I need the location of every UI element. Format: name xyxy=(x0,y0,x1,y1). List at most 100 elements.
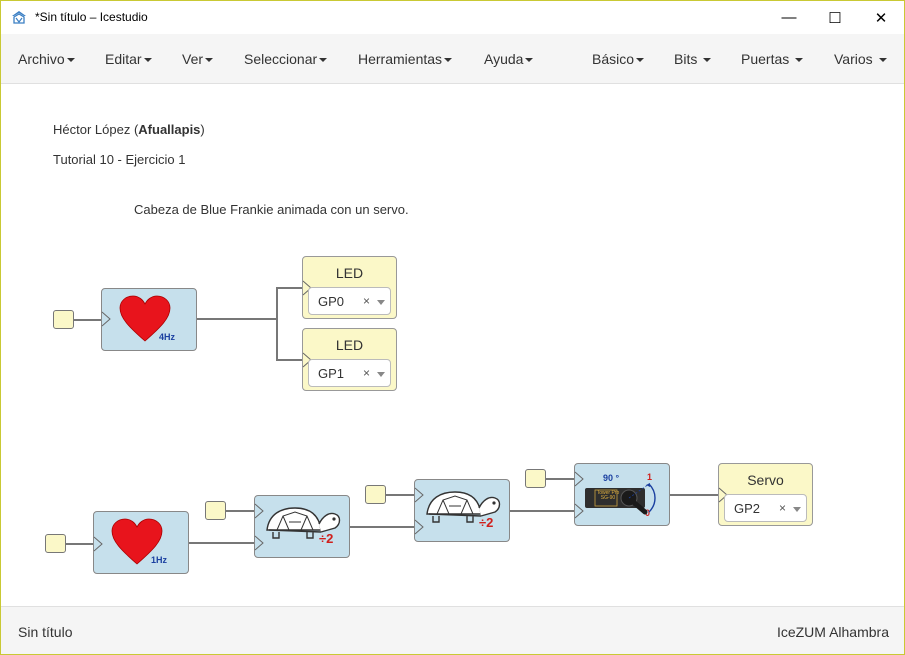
chevron-down-icon xyxy=(795,58,804,63)
menu-seleccionar-label: Seleccionar xyxy=(244,51,318,67)
title-bar: *Sin título – Icestudio — ☐ ✕ xyxy=(1,1,904,34)
divide-by-two-label: ÷2 xyxy=(479,515,494,530)
led-output-block[interactable]: LED GP0 × xyxy=(302,256,397,319)
menu-bits-label: Bits xyxy=(674,51,698,67)
pin-value: GP2 xyxy=(734,501,761,516)
heart-icon xyxy=(111,518,163,565)
window-title: *Sin título – Icestudio xyxy=(35,10,148,24)
status-board[interactable]: IceZUM Alhambra xyxy=(776,624,889,640)
led-label: LED xyxy=(335,337,364,353)
heart-4hz-block[interactable]: 4Hz xyxy=(101,288,197,351)
menu-puertas-label: Puertas xyxy=(741,51,790,67)
input-arrow-icon xyxy=(93,536,103,552)
servo-label: Servo xyxy=(747,472,784,488)
input-port-box[interactable] xyxy=(205,501,226,520)
heart-1hz-block[interactable]: 1Hz xyxy=(93,511,189,574)
maximize-icon: ☐ xyxy=(828,9,842,27)
author-nick: Afuallapis xyxy=(138,122,201,137)
wire xyxy=(276,287,278,360)
close-button[interactable]: ✕ xyxy=(858,1,904,34)
servo-control-block[interactable]: 90 ° 1 0 Tower Pro SG-90 xyxy=(574,463,670,526)
menu-bar: Archivo Editar Ver Seleccionar Herramien… xyxy=(1,34,904,84)
chevron-down-icon xyxy=(66,58,75,63)
wire xyxy=(386,494,415,496)
wire xyxy=(66,543,94,545)
servo-output-block[interactable]: Servo GP2 × xyxy=(718,463,813,526)
wire xyxy=(276,359,303,361)
input-arrow-icon xyxy=(101,311,111,327)
author-line: Héctor López (Afuallapis) xyxy=(53,122,205,137)
chevron-down-icon xyxy=(205,58,214,63)
divider-block[interactable]: ÷2 xyxy=(254,495,350,558)
menu-editar[interactable]: Editar xyxy=(105,51,152,67)
frequency-label: 1Hz xyxy=(151,555,168,565)
divider-block[interactable]: ÷2 xyxy=(414,479,510,542)
menu-bits[interactable]: Bits xyxy=(674,51,712,67)
wire xyxy=(74,319,102,321)
input-port-box[interactable] xyxy=(525,469,546,488)
chevron-down-icon xyxy=(636,58,645,63)
input-arrow-icon xyxy=(254,535,264,551)
maximize-button[interactable]: ☐ xyxy=(812,1,858,34)
chevron-down-icon xyxy=(703,58,712,63)
design-canvas[interactable]: Héctor López (Afuallapis) Tutorial 10 - … xyxy=(1,85,904,606)
menu-archivo[interactable]: Archivo xyxy=(18,51,75,67)
servo-angle-label: 90 ° xyxy=(603,473,620,483)
wire xyxy=(350,526,415,528)
menu-basico[interactable]: Básico xyxy=(592,51,645,67)
chevron-down-icon xyxy=(319,58,328,63)
wire xyxy=(546,478,575,480)
menu-herramientas[interactable]: Herramientas xyxy=(358,51,453,67)
menu-ayuda-label: Ayuda xyxy=(484,51,524,67)
pin-select[interactable]: GP1 × xyxy=(308,359,391,387)
led-label: LED xyxy=(335,265,364,281)
minimize-icon: — xyxy=(781,9,797,26)
chevron-down-icon xyxy=(878,58,887,63)
clear-icon[interactable]: × xyxy=(363,294,371,308)
menu-ayuda[interactable]: Ayuda xyxy=(484,51,534,67)
dropdown-arrow-icon[interactable] xyxy=(377,300,385,305)
wire xyxy=(197,318,277,320)
clear-icon[interactable]: × xyxy=(363,366,371,380)
input-port-box[interactable] xyxy=(53,310,74,329)
input-arrow-icon xyxy=(414,519,424,535)
menu-herramientas-label: Herramientas xyxy=(358,51,443,67)
menu-varios-label: Varios xyxy=(834,51,873,67)
clear-icon[interactable]: × xyxy=(779,501,787,515)
chevron-down-icon xyxy=(143,58,152,63)
input-port-box[interactable] xyxy=(45,534,66,553)
input-port-box[interactable] xyxy=(365,485,386,504)
description-text: Cabeza de Blue Frankie animada con un se… xyxy=(134,202,409,217)
wire xyxy=(510,510,575,512)
servo-icon xyxy=(585,483,656,515)
tutorial-line: Tutorial 10 - Ejercicio 1 xyxy=(53,152,186,167)
dropdown-arrow-icon[interactable] xyxy=(793,507,801,512)
servo-one-label: 1 xyxy=(647,472,653,482)
input-arrow-icon xyxy=(254,503,264,519)
wire xyxy=(189,542,255,544)
frequency-label: 4Hz xyxy=(159,332,176,342)
divide-by-two-label: ÷2 xyxy=(319,531,334,546)
status-filename: Sin título xyxy=(18,624,73,640)
menu-varios[interactable]: Varios xyxy=(834,51,887,67)
led-output-block[interactable]: LED GP1 × xyxy=(302,328,397,391)
input-arrow-icon xyxy=(574,471,584,487)
servo-chip-label: Tower Pro SG-90 xyxy=(596,490,620,501)
menu-seleccionar[interactable]: Seleccionar xyxy=(244,51,328,67)
input-arrow-icon xyxy=(574,503,584,519)
dropdown-arrow-icon[interactable] xyxy=(377,372,385,377)
pin-select[interactable]: GP0 × xyxy=(308,287,391,315)
menu-puertas[interactable]: Puertas xyxy=(741,51,804,67)
menu-basico-label: Básico xyxy=(592,51,635,67)
heart-icon xyxy=(119,295,171,342)
close-icon: ✕ xyxy=(874,9,888,27)
turtle-icon xyxy=(266,507,341,539)
turtle-icon xyxy=(426,491,501,523)
menu-archivo-label: Archivo xyxy=(18,51,65,67)
minimize-button[interactable]: — xyxy=(766,1,812,34)
menu-ver-label: Ver xyxy=(182,51,204,67)
menu-editar-label: Editar xyxy=(105,51,142,67)
menu-ver[interactable]: Ver xyxy=(182,51,214,67)
pin-select[interactable]: GP2 × xyxy=(724,494,807,522)
